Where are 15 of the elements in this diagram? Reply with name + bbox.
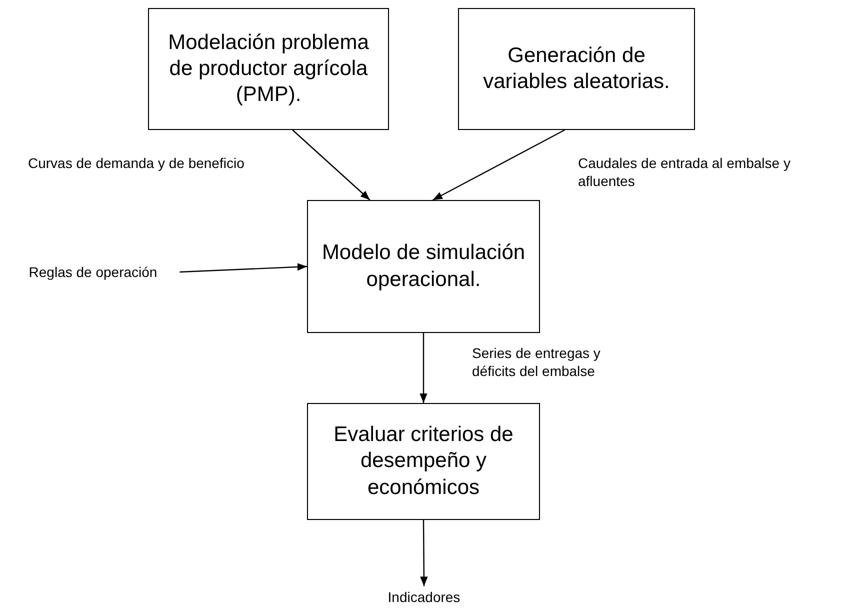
flow-text: Indicadores (384, 588, 464, 606)
box-text: Generación de variables aleatorias. (482, 42, 671, 95)
box-text: Modelación problema de productor agrícola (PMP). (167, 30, 370, 108)
process-box (307, 200, 540, 333)
arrow (180, 263, 308, 273)
box-text: Evaluar criterios de desempeño y económicos (332, 422, 514, 501)
flow-text: Reglas de operación (8, 262, 178, 282)
arrow (420, 520, 428, 586)
process-box (458, 8, 695, 130)
arrow (420, 333, 428, 403)
process-box (307, 403, 540, 520)
process-box (148, 8, 389, 130)
arrow (432, 129, 565, 201)
arrow (292, 130, 370, 200)
box-text: Modelo de simulación operacional. (320, 240, 526, 292)
